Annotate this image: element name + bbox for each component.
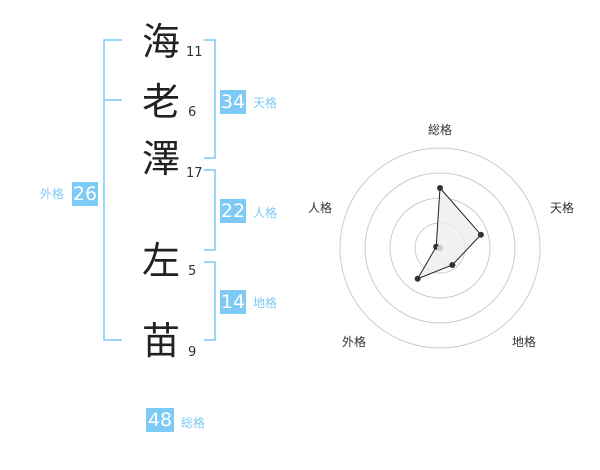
radar-polygon — [416, 186, 482, 280]
radar-point-3 — [449, 261, 456, 268]
gaikaku-badge: 26 — [72, 182, 98, 206]
tenkaku-label: 天格 — [253, 96, 278, 110]
radar-point-2 — [477, 231, 484, 238]
radar-axis-label-gaikaku: 外格 — [342, 335, 367, 349]
tenkaku-bracket — [204, 39, 216, 159]
radar-ring — [339, 147, 541, 349]
name-char-3: 澤 — [142, 137, 181, 181]
radar-axis-label-chikaku: 地格 — [512, 335, 537, 349]
radar-center — [437, 245, 443, 251]
jinkaku-label: 人格 — [253, 206, 278, 220]
chikaku-badge: 14 — [220, 290, 246, 314]
chikaku-bracket — [204, 261, 216, 341]
soukaku-badge: 48 — [146, 408, 174, 432]
chikaku-label: 地格 — [253, 296, 278, 310]
gaikaku-label: 外格 — [40, 187, 65, 201]
jinkaku-bracket — [204, 169, 216, 251]
name-char-5: 苗 — [142, 319, 181, 363]
radar-point-4 — [414, 275, 421, 282]
name-char-4: 左 — [142, 239, 181, 283]
stroke-count-3: 17 — [186, 166, 203, 181]
jinkaku-badge: 22 — [220, 199, 246, 223]
radar-ring — [364, 172, 516, 324]
stroke-count-4: 5 — [188, 264, 197, 279]
radar-axis-label-soukaku: 総格 — [428, 123, 453, 137]
stroke-count-1: 11 — [186, 45, 203, 60]
radar-point-1 — [437, 185, 443, 191]
stroke-count-5: 9 — [188, 345, 197, 360]
radar-axis-label-tenkaku: 天格 — [550, 201, 575, 215]
stroke-count-2: 6 — [188, 105, 197, 120]
soukaku-label: 総格 — [181, 416, 206, 430]
name-char-2: 老 — [142, 80, 181, 124]
outer-bracket — [103, 39, 122, 341]
name-char-1: 海 — [142, 20, 181, 64]
radar-axis-label-jinkaku: 人格 — [308, 201, 333, 215]
tenkaku-badge: 34 — [220, 90, 246, 114]
